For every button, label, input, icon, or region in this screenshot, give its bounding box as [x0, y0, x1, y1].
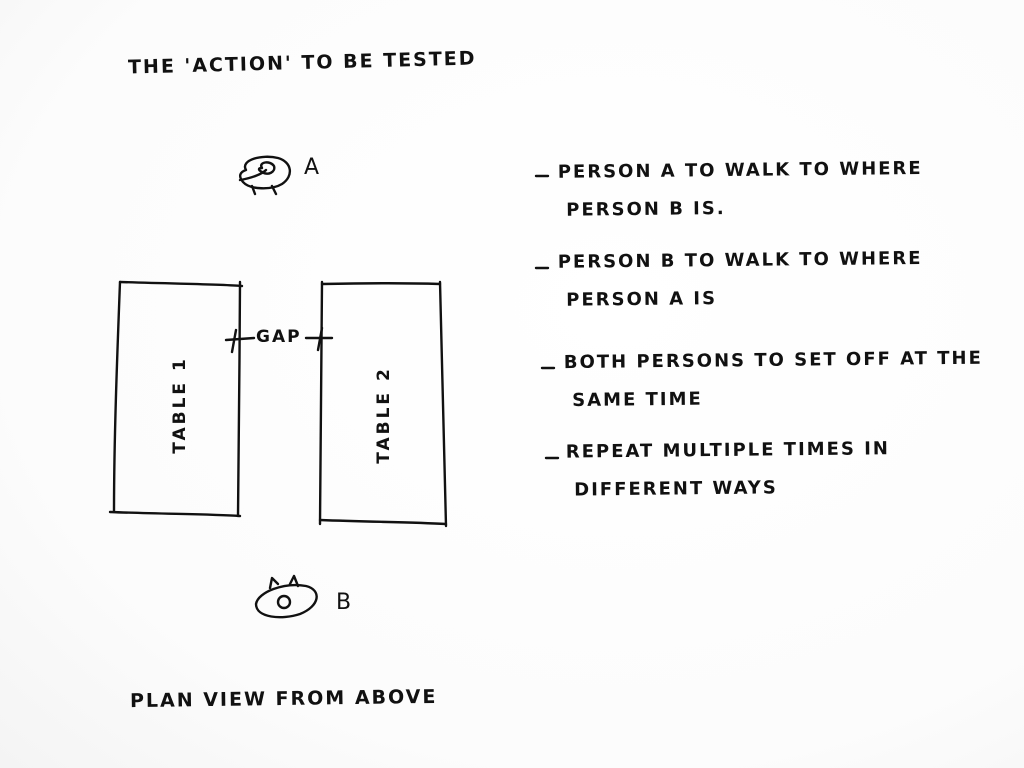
person-a-label: A — [304, 155, 322, 180]
person-b-ear-left — [268, 576, 280, 590]
note-1-line-2: PERSON B IS. — [566, 198, 726, 221]
person-b-ear-right — [288, 574, 300, 588]
footer-caption: PLAN VIEW FROM ABOVE — [129, 685, 438, 713]
gap-tick-right-vertical — [316, 326, 324, 352]
person-a-body-outline — [238, 155, 291, 190]
gap-tick-left-horizontal — [224, 336, 256, 342]
table-2-top-edge — [320, 282, 442, 286]
person-a-arm — [238, 168, 268, 182]
note-3-line-2: SAME TIME — [572, 388, 703, 411]
table-1-label: TABLE 1 — [170, 356, 190, 454]
table-1-top-edge — [118, 280, 244, 288]
person-a-foot-right — [270, 184, 278, 196]
note-2: PERSON B TO WALK TO WHERE PERSON A IS — [536, 240, 923, 320]
gap-tick-left-vertical — [230, 328, 238, 354]
table-2-bottom-edge — [318, 518, 448, 526]
person-b-icon — [254, 574, 318, 619]
person-b-head — [276, 594, 292, 610]
person-b-label: B — [336, 590, 354, 615]
note-1: PERSON A TO WALK TO WHERE PERSON B IS. — [536, 150, 924, 230]
table-2-outline — [318, 280, 448, 528]
person-b-body-outline — [254, 583, 318, 619]
gap-measure — [224, 326, 334, 354]
note-bullets — [534, 174, 560, 460]
table-2-left-edge — [318, 280, 324, 526]
note-4-line-2: DIFFERENT WAYS — [574, 477, 778, 501]
table-1-outline — [108, 280, 244, 518]
person-a-icon — [238, 155, 291, 196]
note-4: REPEAT MULTIPLE TIMES IN DIFFERENT WAYS — [544, 430, 891, 510]
note-3-line-1: BOTH PERSONS TO SET OFF AT THE — [563, 347, 983, 374]
table-1-right-edge — [236, 280, 242, 518]
table-2-label: TABLE 2 — [374, 366, 394, 464]
note-2-line-2: PERSON A IS — [566, 288, 718, 311]
table-2-right-edge — [438, 280, 448, 528]
table-1-bottom-edge — [108, 510, 242, 518]
note-4-line-1: REPEAT MULTIPLE TIMES IN — [565, 438, 891, 463]
person-a-head — [257, 161, 276, 175]
note-1-line-1: PERSON A TO WALK TO WHERE — [557, 157, 923, 183]
person-a-foot-left — [250, 184, 257, 196]
note-2-line-1: PERSON B TO WALK TO WHERE — [557, 247, 923, 273]
table-1-left-edge — [112, 280, 122, 514]
gap-label: GAP — [256, 327, 302, 347]
note-3: BOTH PERSONS TO SET OFF AT THE SAME TIME — [542, 340, 984, 421]
